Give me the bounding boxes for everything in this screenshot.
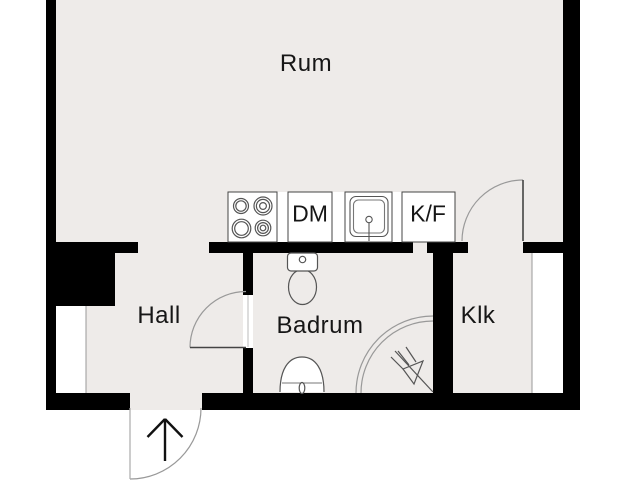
wall-bottom-left [46,393,130,410]
wall-left-outer [46,0,56,410]
wall-badrum-top-right [427,242,468,253]
room-label-hall: Hall [137,302,181,329]
wall-kitchen [209,242,413,253]
stove-burners-icon [231,196,273,239]
washbasin-icon [279,356,325,395]
door-swing-arc [129,407,202,480]
fridge-freezer-label: K/F [410,200,446,227]
wall-bottom-right [202,393,580,410]
opening-klk-door [468,242,523,253]
door-swing-arc [461,179,524,242]
floor-areas [56,0,563,393]
opening-entry [130,393,202,410]
walls [46,0,580,410]
wall-badrum-left-lower [243,348,253,393]
dishwasher-box [287,191,333,243]
wall-klk-top [523,242,580,253]
fridge-freezer-box [401,191,456,243]
toilet-icon [286,252,319,306]
room-label-klk: Klk [460,302,496,329]
opening-rum-hall [138,242,209,253]
opening-wall-slit [413,242,427,253]
kitchen-sink-icon [349,195,389,241]
klk-door [461,179,524,242]
door-swing-arc [189,290,247,348]
room-label-badrum: Badrum [276,312,364,339]
wall-shaft [46,242,115,306]
wall-badrum-klk [433,253,453,393]
floor-klk [453,253,532,393]
wall-openings [130,242,523,410]
entry-door [129,407,202,480]
entry-arrow-icon [146,418,184,461]
badrum-door [189,290,249,349]
dishwasher-label: DM [292,200,328,227]
wall-right-outer [563,0,580,410]
wall-badrum-left-upper [243,253,253,295]
shower-corner-icon [355,315,434,394]
hall-recess [56,306,86,393]
niches [56,253,563,393]
room-label-rum: Rum [279,50,333,77]
klk-wardrobe [532,253,563,393]
